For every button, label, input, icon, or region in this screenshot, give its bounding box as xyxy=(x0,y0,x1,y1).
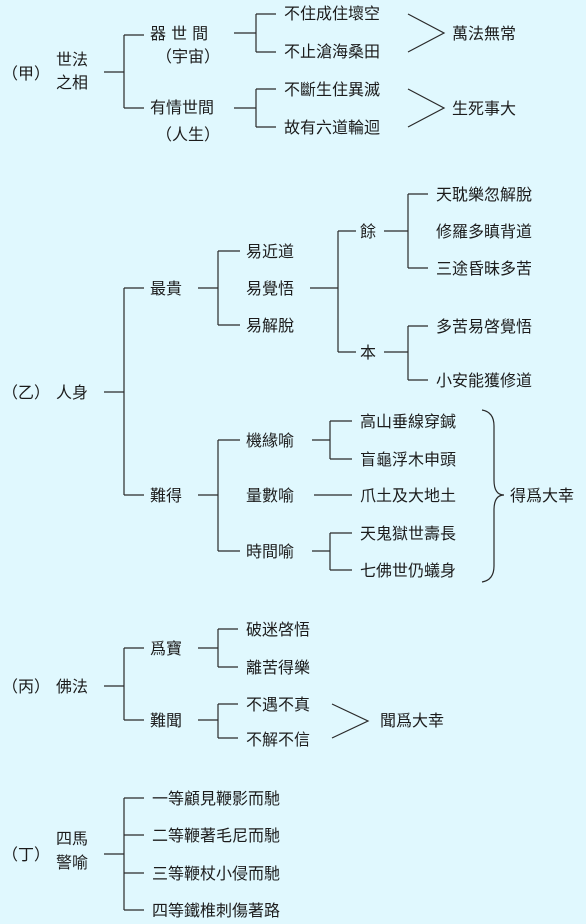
sentient-item: 故有六道輪迴 xyxy=(284,118,380,137)
hard-to-hear-label: 難聞 xyxy=(150,711,182,730)
section-bing-title: 佛法 xyxy=(56,677,88,696)
precious-label: 最貴 xyxy=(150,279,182,298)
other-realms-item: 天耽樂忽解脫 xyxy=(436,185,532,204)
precious-item: 易解脫 xyxy=(246,316,294,335)
root-item: 小安能獲修道 xyxy=(436,371,532,390)
section-ding-title-line2: 警喻 xyxy=(56,853,88,872)
section-jia: （甲） 世法 之相 器 世 間 （宇宙） 不住成住壞空 不止滄海桑田 萬法無常 … xyxy=(2,4,516,144)
other-realms-item: 修羅多瞋背道 xyxy=(436,222,532,241)
world-label: 器 世 間 xyxy=(150,24,208,43)
world-item: 不止滄海桑田 xyxy=(284,42,380,61)
rare-result: 得爲大幸 xyxy=(510,486,574,505)
hard-to-hear-item: 不解不信 xyxy=(246,730,310,749)
horse-item: 四等鐵椎刺傷著路 xyxy=(152,901,280,920)
ding-bracket xyxy=(104,797,144,911)
horse-item: 三等鞭杖小侵而馳 xyxy=(152,864,280,883)
yi-bracket xyxy=(104,287,144,496)
sentient-item: 不斷生住異滅 xyxy=(284,80,380,99)
sentient-sub-label: （人生） xyxy=(156,125,220,144)
horse-item: 二等鞭著毛尼而馳 xyxy=(152,826,280,845)
horse-item: 一等顧見鞭影而馳 xyxy=(152,789,280,808)
precious-bracket xyxy=(198,250,240,326)
hard-to-hear-result: 聞爲大幸 xyxy=(380,711,444,730)
section-jia-title-line1: 世法 xyxy=(56,50,88,69)
section-ding: （丁） 四馬 警喻 一等顧見鞭影而馳 二等鞭著毛尼而馳 三等鞭杖小侵而馳 四等鐵… xyxy=(2,789,280,920)
world-sub-label: （宇宙） xyxy=(156,47,220,66)
quantity-item: 爪土及大地土 xyxy=(360,486,456,505)
section-jia-title-line2: 之相 xyxy=(56,73,88,92)
treasure-bracket xyxy=(198,628,238,668)
other-realms-label: 餘 xyxy=(360,222,376,241)
time-label: 時間喻 xyxy=(246,542,294,561)
section-jia-marker: （甲） xyxy=(2,64,50,83)
world-bracket xyxy=(234,13,276,53)
hard-to-hear-merge-angle xyxy=(331,703,370,739)
section-bing-marker: （丙） xyxy=(2,677,50,696)
rare-label: 難得 xyxy=(150,486,182,505)
jia-bracket xyxy=(104,34,144,109)
opportunity-label: 機緣喻 xyxy=(246,431,294,450)
sentient-result: 生死事大 xyxy=(452,99,516,118)
rare-bracket xyxy=(198,439,240,552)
root-item: 多苦易啓覺悟 xyxy=(436,317,532,336)
hard-to-hear-item: 不遇不真 xyxy=(246,695,310,714)
root-bracket xyxy=(384,325,428,381)
hard-to-hear-bracket xyxy=(198,703,238,739)
opportunity-item: 高山垂線穿鍼 xyxy=(360,412,456,431)
treasure-label: 爲寶 xyxy=(150,639,182,658)
opportunity-bracket xyxy=(312,420,352,460)
other-realms-item: 三途昏昧多苦 xyxy=(436,259,532,278)
time-item: 七佛世仍蟻身 xyxy=(360,561,456,580)
sentient-bracket xyxy=(234,88,276,128)
section-ding-marker: （丁） xyxy=(2,845,50,864)
bing-bracket xyxy=(104,647,144,721)
world-item: 不住成住壞空 xyxy=(284,4,380,23)
time-bracket xyxy=(312,532,352,571)
opportunity-item: 盲龜浮木申頭 xyxy=(360,450,456,469)
treasure-item: 離苦得樂 xyxy=(246,658,310,677)
section-bing: （丙） 佛法 爲寶 破迷啓悟 離苦得樂 難聞 不遇不真 不解不信 聞爲大幸 xyxy=(2,620,444,749)
world-merge-angle xyxy=(407,13,446,53)
precious-item: 易覺悟 xyxy=(246,279,294,298)
other-realms-bracket xyxy=(384,193,428,269)
sentient-label: 有情世間 xyxy=(150,98,214,117)
treasure-item: 破迷啓悟 xyxy=(246,620,310,639)
precious-to-split xyxy=(310,230,356,353)
section-ding-title-line1: 四馬 xyxy=(56,829,88,848)
time-item: 天鬼獄世壽長 xyxy=(360,524,456,543)
section-yi: （乙） 人身 最貴 易近道 易覺悟 易解脫 餘 天耽樂忽解脫 修羅多瞋背道 三途… xyxy=(2,185,574,583)
root-label: 本 xyxy=(360,343,376,362)
rare-curly-brace xyxy=(481,409,505,583)
quantity-label: 量數喻 xyxy=(246,486,294,505)
section-yi-marker: （乙） xyxy=(2,383,50,402)
sentient-merge-angle xyxy=(407,88,446,128)
section-yi-title: 人身 xyxy=(56,383,88,402)
precious-item: 易近道 xyxy=(246,242,294,261)
world-result: 萬法無常 xyxy=(452,24,516,43)
